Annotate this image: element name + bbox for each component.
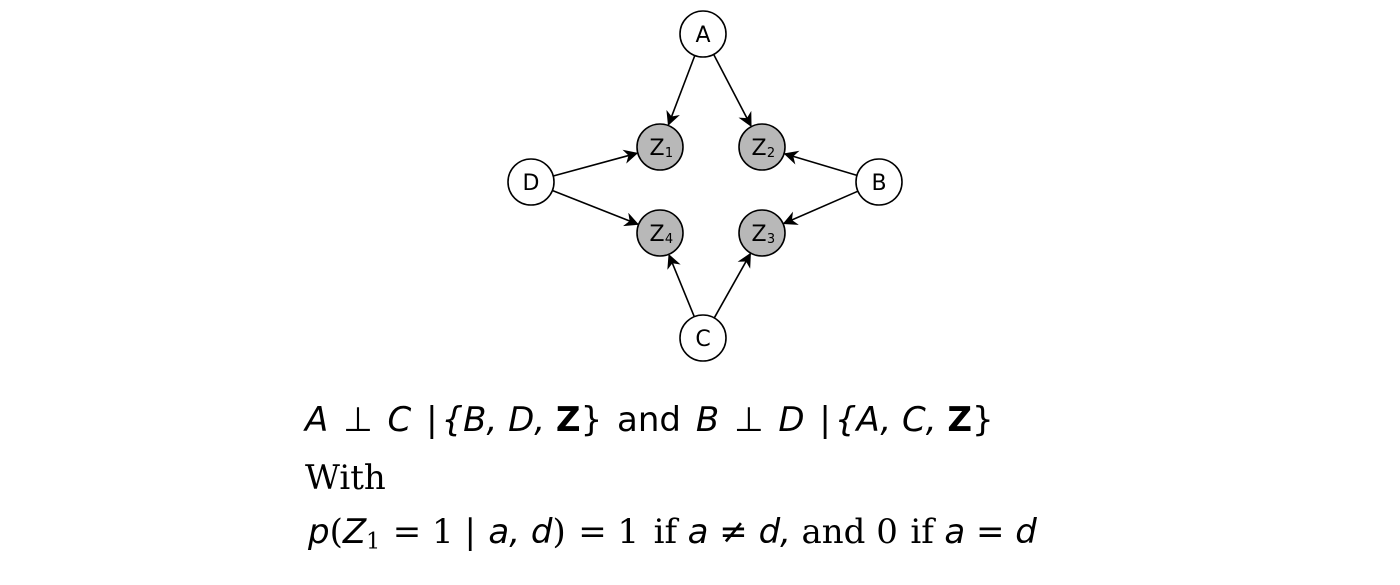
independence-statement: A ⊥ C |{B, D, Z} and B ⊥ D |{A, C, Z} (305, 400, 994, 440)
node-subscript-z2: 2 (767, 146, 775, 161)
node-subscript-z3: 3 (767, 232, 775, 247)
node-circle-d (507, 158, 555, 206)
set-close-2: } (972, 400, 994, 440)
edges-layer (552, 54, 859, 319)
bold-z-2: Z (947, 400, 973, 440)
node-subscript-z4: 4 (665, 232, 673, 247)
z-subscript: 1 (366, 528, 381, 555)
var-c: C (387, 400, 412, 440)
vars-ad: a, d (488, 512, 553, 552)
if-word-2: if (910, 512, 934, 552)
given-bar-2: | (819, 400, 831, 440)
node-circle-b (855, 158, 903, 206)
node-label-b: B (871, 171, 886, 196)
open-paren: ( (329, 512, 343, 552)
node-subscript-z1: 1 (665, 146, 673, 161)
node-c: C (679, 314, 727, 362)
and-word: and (617, 400, 681, 440)
close-paren: ) (552, 512, 566, 552)
equals-one-given: = 1 | (392, 512, 476, 552)
var-a: A (305, 400, 329, 440)
var-z: Z (342, 512, 367, 552)
node-label-z2: Z (751, 136, 766, 161)
probability-definition: p(Z1 = 1 | a, d) = 1 if a ≠ d, and 0 if … (308, 512, 1037, 555)
condition-not-equal: a ≠ d, (687, 512, 791, 552)
node-label-d: D (523, 171, 540, 196)
node-b: B (855, 158, 903, 206)
var-d: D (778, 400, 805, 440)
set-bd: {B, D, (441, 400, 546, 440)
node-circle-z3 (738, 209, 786, 257)
prob-p: p (308, 512, 330, 552)
var-b: B (695, 400, 720, 440)
given-bar: | (426, 400, 438, 440)
equals-one: = 1 (578, 512, 640, 552)
edge-d-z1 (552, 149, 639, 177)
node-circle-z2 (738, 123, 786, 171)
node-circle-z1 (636, 123, 684, 171)
perp-symbol-2: ⊥ (733, 400, 764, 440)
bold-z: Z (555, 400, 581, 440)
node-label-z1: Z (649, 136, 664, 161)
edge-a-z2 (712, 54, 752, 128)
and-zero: and 0 (801, 512, 898, 552)
node-label-z4: Z (649, 222, 664, 247)
node-label-c: C (695, 327, 710, 352)
edge-d-z4 (552, 189, 640, 227)
edge-c-z3 (713, 252, 751, 319)
edge-b-z2 (783, 150, 858, 177)
edge-c-z4 (667, 253, 696, 318)
condition-equal: a = d (944, 512, 1037, 552)
node-circle-z4 (636, 209, 684, 257)
edge-a-z1 (666, 55, 696, 126)
node-a: A (679, 10, 727, 58)
set-close: } (580, 400, 603, 440)
node-label-z3: Z (751, 222, 766, 247)
node-circle-a (679, 10, 727, 58)
if-word: if (653, 512, 678, 552)
node-d: D (507, 158, 555, 206)
node-circle-c (679, 314, 727, 362)
perp-symbol: ⊥ (343, 400, 373, 440)
edge-b-z3 (782, 190, 859, 225)
with-text: With (305, 458, 386, 498)
set-ac: {A, C, (834, 400, 937, 440)
node-label-a: A (695, 23, 710, 48)
